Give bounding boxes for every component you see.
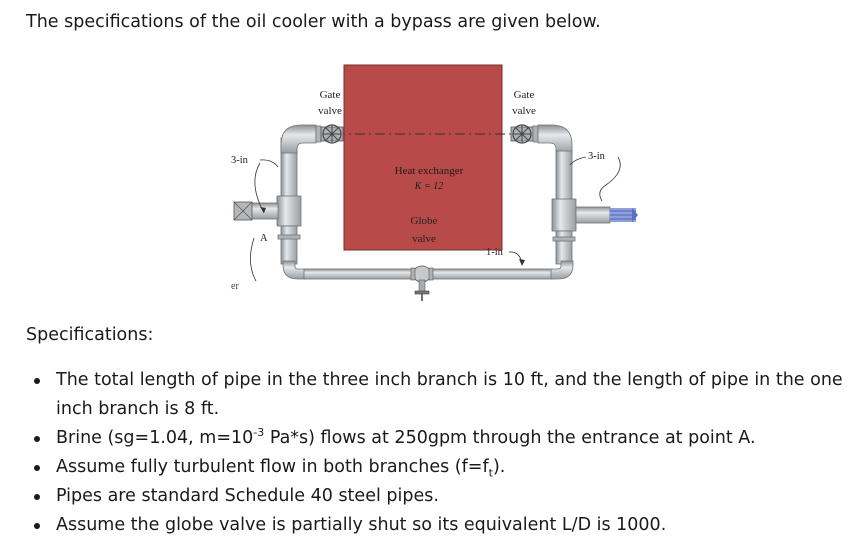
right-gate-valve-label-line2: valve: [512, 105, 536, 117]
spec-item-text: Brine (sg=1.04, m=10: [56, 428, 254, 448]
left-gate-valve-label-line1: Gate: [320, 89, 341, 101]
left-lower-flange: [277, 234, 301, 240]
spec-item-pipe-lengths: The total length of pipe in the three in…: [30, 366, 860, 424]
left-top-elbow: [280, 124, 317, 154]
leader-a-lower: [250, 237, 257, 282]
leader-3in-right: [569, 156, 587, 166]
globe-valve-label-line1: Globe: [411, 215, 438, 227]
pipe-3in-left-label: 3-in: [231, 155, 249, 166]
pipe-1in-label: 1-in: [486, 247, 504, 258]
right-gate-valve-icon: [510, 124, 534, 144]
viscosity-exponent: -3: [253, 426, 265, 440]
right-top-elbow: [537, 124, 573, 154]
spec-item-text: Assume fully turbulent flow in both bran…: [56, 457, 489, 477]
right-lower-pipe: [555, 230, 573, 265]
er-fragment-label: er: [231, 281, 239, 292]
right-outlet-pipe: [575, 206, 611, 224]
spec-item-globe-valve: Assume the globe valve is partially shut…: [30, 511, 860, 540]
right-tee: [551, 198, 577, 232]
globe-valve-icon: [410, 265, 434, 301]
left-gate-valve-label-line2: valve: [318, 105, 342, 117]
left-tee: [276, 195, 302, 227]
pipe-3in-right-label: 3-in: [588, 151, 606, 162]
spec-item-text-cont: ).: [492, 457, 506, 477]
bottom-right-elbow: [550, 260, 574, 280]
point-a-label: A: [260, 233, 268, 244]
leader-1in-arrowhead: [519, 259, 525, 266]
leader-3in-right-loop: [599, 156, 621, 202]
spec-item-turbulent: Assume fully turbulent flow in both bran…: [30, 453, 860, 482]
spec-item-text: Pipes are standard Schedule 40 steel pip…: [56, 486, 439, 506]
heat-exchanger-box: [343, 64, 503, 251]
leader-3in-left: [259, 159, 279, 168]
leader-a-arrowhead: [260, 207, 266, 213]
oil-cooler-diagram: Gate valve Gate valve Heat exchanger K =…: [230, 53, 656, 308]
k-value-label: K = 12: [414, 181, 443, 192]
flow-arrows-icon: [610, 208, 638, 222]
right-gate-valve-label-line1: Gate: [514, 89, 535, 101]
right-lower-flange: [552, 236, 576, 242]
inlet-coupling-icon: [233, 201, 253, 221]
friction-subscript: t: [488, 466, 493, 480]
right-upper-riser: [555, 150, 573, 202]
right-top-flange: [532, 125, 539, 143]
left-lower-pipe: [280, 225, 298, 265]
spec-item-text: Assume the globe valve is partially shut…: [56, 515, 667, 535]
leader-1in: [508, 251, 523, 265]
specifications-heading: Specifications:: [26, 325, 154, 345]
spec-item-schedule: Pipes are standard Schedule 40 steel pip…: [30, 482, 860, 511]
spec-item-text: The total length of pipe in the three in…: [56, 370, 843, 419]
intro-text: The specifications of the oil cooler wit…: [26, 12, 601, 32]
left-gate-valve-icon: [320, 124, 344, 144]
left-top-flange: [315, 125, 322, 143]
heat-exchanger-label: Heat exchanger: [395, 165, 464, 177]
diagram-svg: Gate valve Gate valve Heat exchanger K =…: [231, 64, 638, 301]
specifications-list: The total length of pipe in the three in…: [30, 366, 860, 540]
spec-item-brine: Brine (sg=1.04, m=10-3 Pa*s) flows at 25…: [30, 424, 860, 453]
globe-valve-label-line2: valve: [412, 233, 436, 245]
bottom-left-elbow: [282, 260, 306, 280]
spec-item-text-cont: Pa*s) flows at 250gpm through the entran…: [264, 428, 756, 448]
